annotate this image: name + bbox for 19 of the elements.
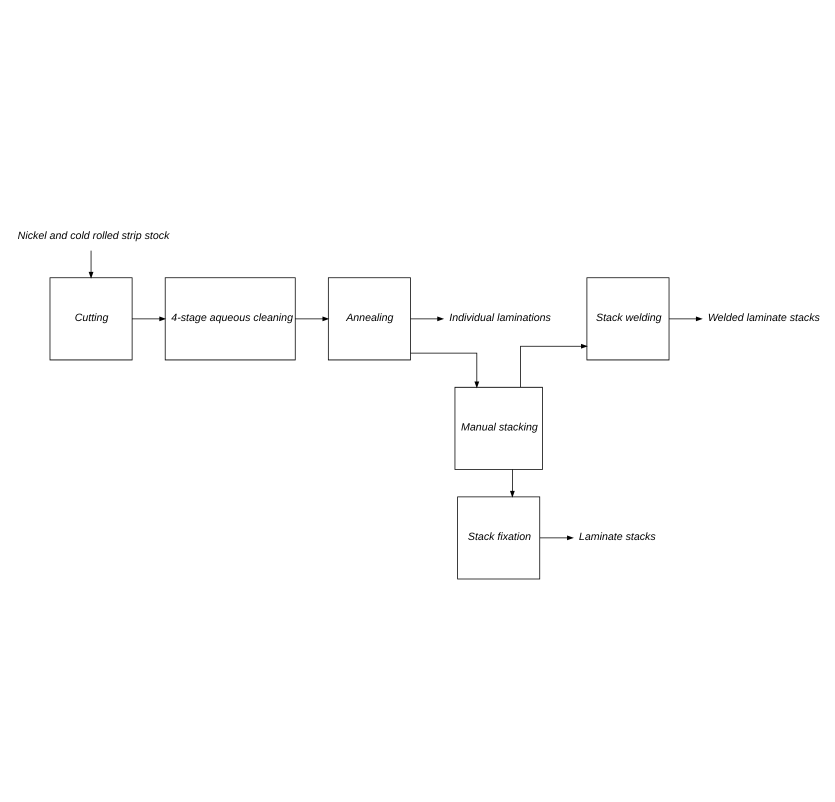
node-box: Stack fixation [457, 496, 540, 580]
node-box: 4-stage aqueous cleaning [164, 277, 296, 360]
arrow [520, 344, 588, 388]
arrow [540, 536, 574, 540]
arrow [88, 250, 94, 279]
arrow [294, 316, 330, 322]
node-box: Manual stacking [454, 386, 543, 470]
node-text: Individual laminations [449, 312, 551, 324]
arrow [510, 469, 515, 498]
node-text: Laminate stacks [578, 530, 656, 543]
arrow [132, 316, 166, 322]
node-text: Nickel and cold rolled strip stock [18, 230, 170, 242]
node-text: Welded laminate stacks [708, 312, 820, 324]
arrow [410, 352, 480, 388]
arrow [410, 316, 444, 322]
node-box: Stack welding [586, 277, 670, 360]
node-box: Cutting [50, 277, 132, 360]
arrow [668, 316, 703, 322]
node-box: Annealing [328, 277, 411, 360]
